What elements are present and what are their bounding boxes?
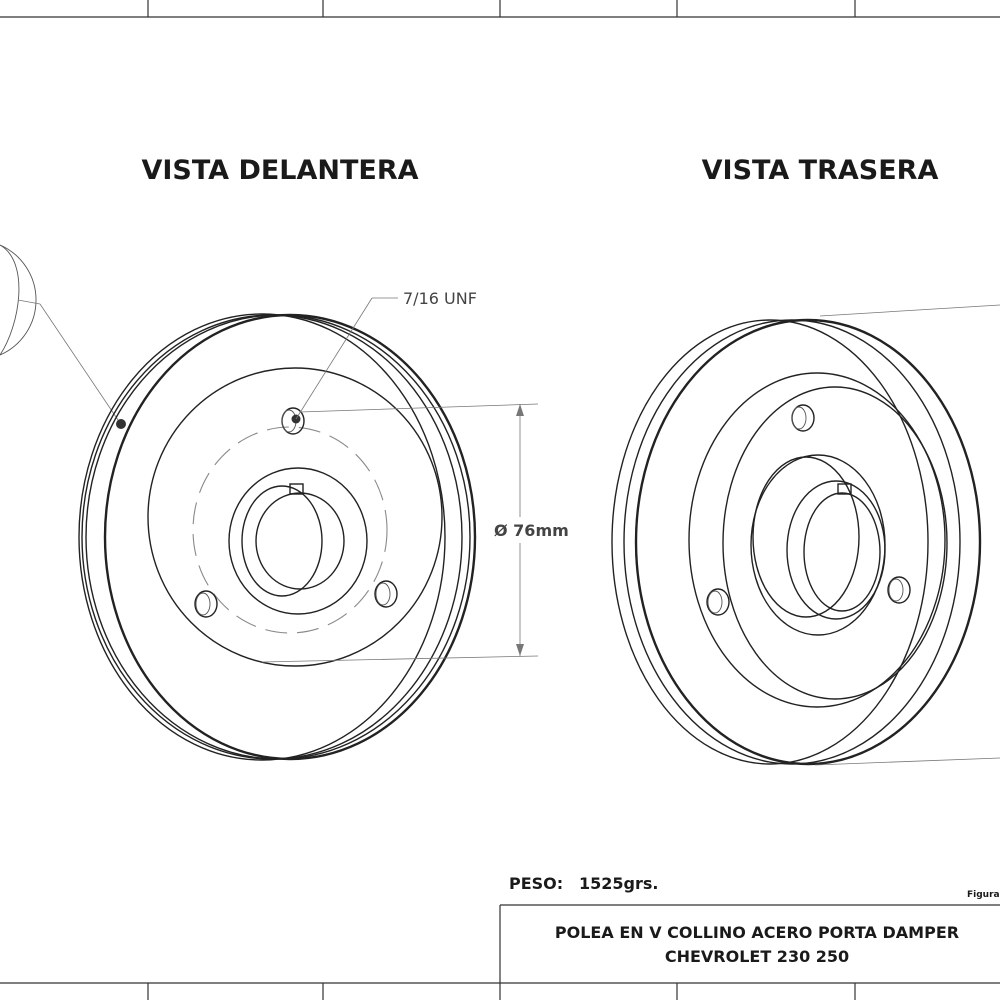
bolt-hole-left bbox=[194, 590, 218, 618]
rear-bolt-hole-top bbox=[791, 404, 815, 432]
rear-bolt-hole-right bbox=[887, 576, 911, 604]
front-view-title: VISTA DELANTERA bbox=[141, 155, 418, 186]
rear-dimension-leaders bbox=[814, 304, 1000, 766]
bolt-hole-right bbox=[374, 580, 398, 608]
rear-bolt-hole-left bbox=[706, 588, 730, 616]
front-view-pulley bbox=[78, 313, 477, 761]
top-frame-ticks bbox=[0, 0, 1000, 18]
thread-callout: 7/16 UNF bbox=[295, 289, 477, 420]
weight-value: 1525grs. bbox=[579, 874, 658, 893]
detail-callout bbox=[0, 244, 119, 421]
rear-view-pulley bbox=[611, 318, 982, 766]
bottom-frame-ticks bbox=[0, 982, 1000, 1000]
part-title-line2: CHEVROLET 230 250 bbox=[665, 947, 849, 966]
diameter-dimension: Ø 76mm bbox=[261, 403, 569, 663]
rear-view-title: VISTA TRASERA bbox=[702, 155, 939, 186]
weight-label: PESO: bbox=[509, 874, 563, 893]
title-block: POLEA EN V COLLINO ACERO PORTA DAMPER CH… bbox=[499, 904, 1000, 983]
weight-block: PESO: 1525grs. bbox=[509, 874, 658, 893]
figure-label: Figura bbox=[967, 890, 1000, 900]
diameter-label: Ø 76mm bbox=[494, 521, 569, 540]
part-title-line1: POLEA EN V COLLINO ACERO PORTA DAMPER bbox=[555, 923, 959, 942]
thread-label: 7/16 UNF bbox=[403, 289, 477, 308]
groove-marker bbox=[116, 419, 126, 429]
